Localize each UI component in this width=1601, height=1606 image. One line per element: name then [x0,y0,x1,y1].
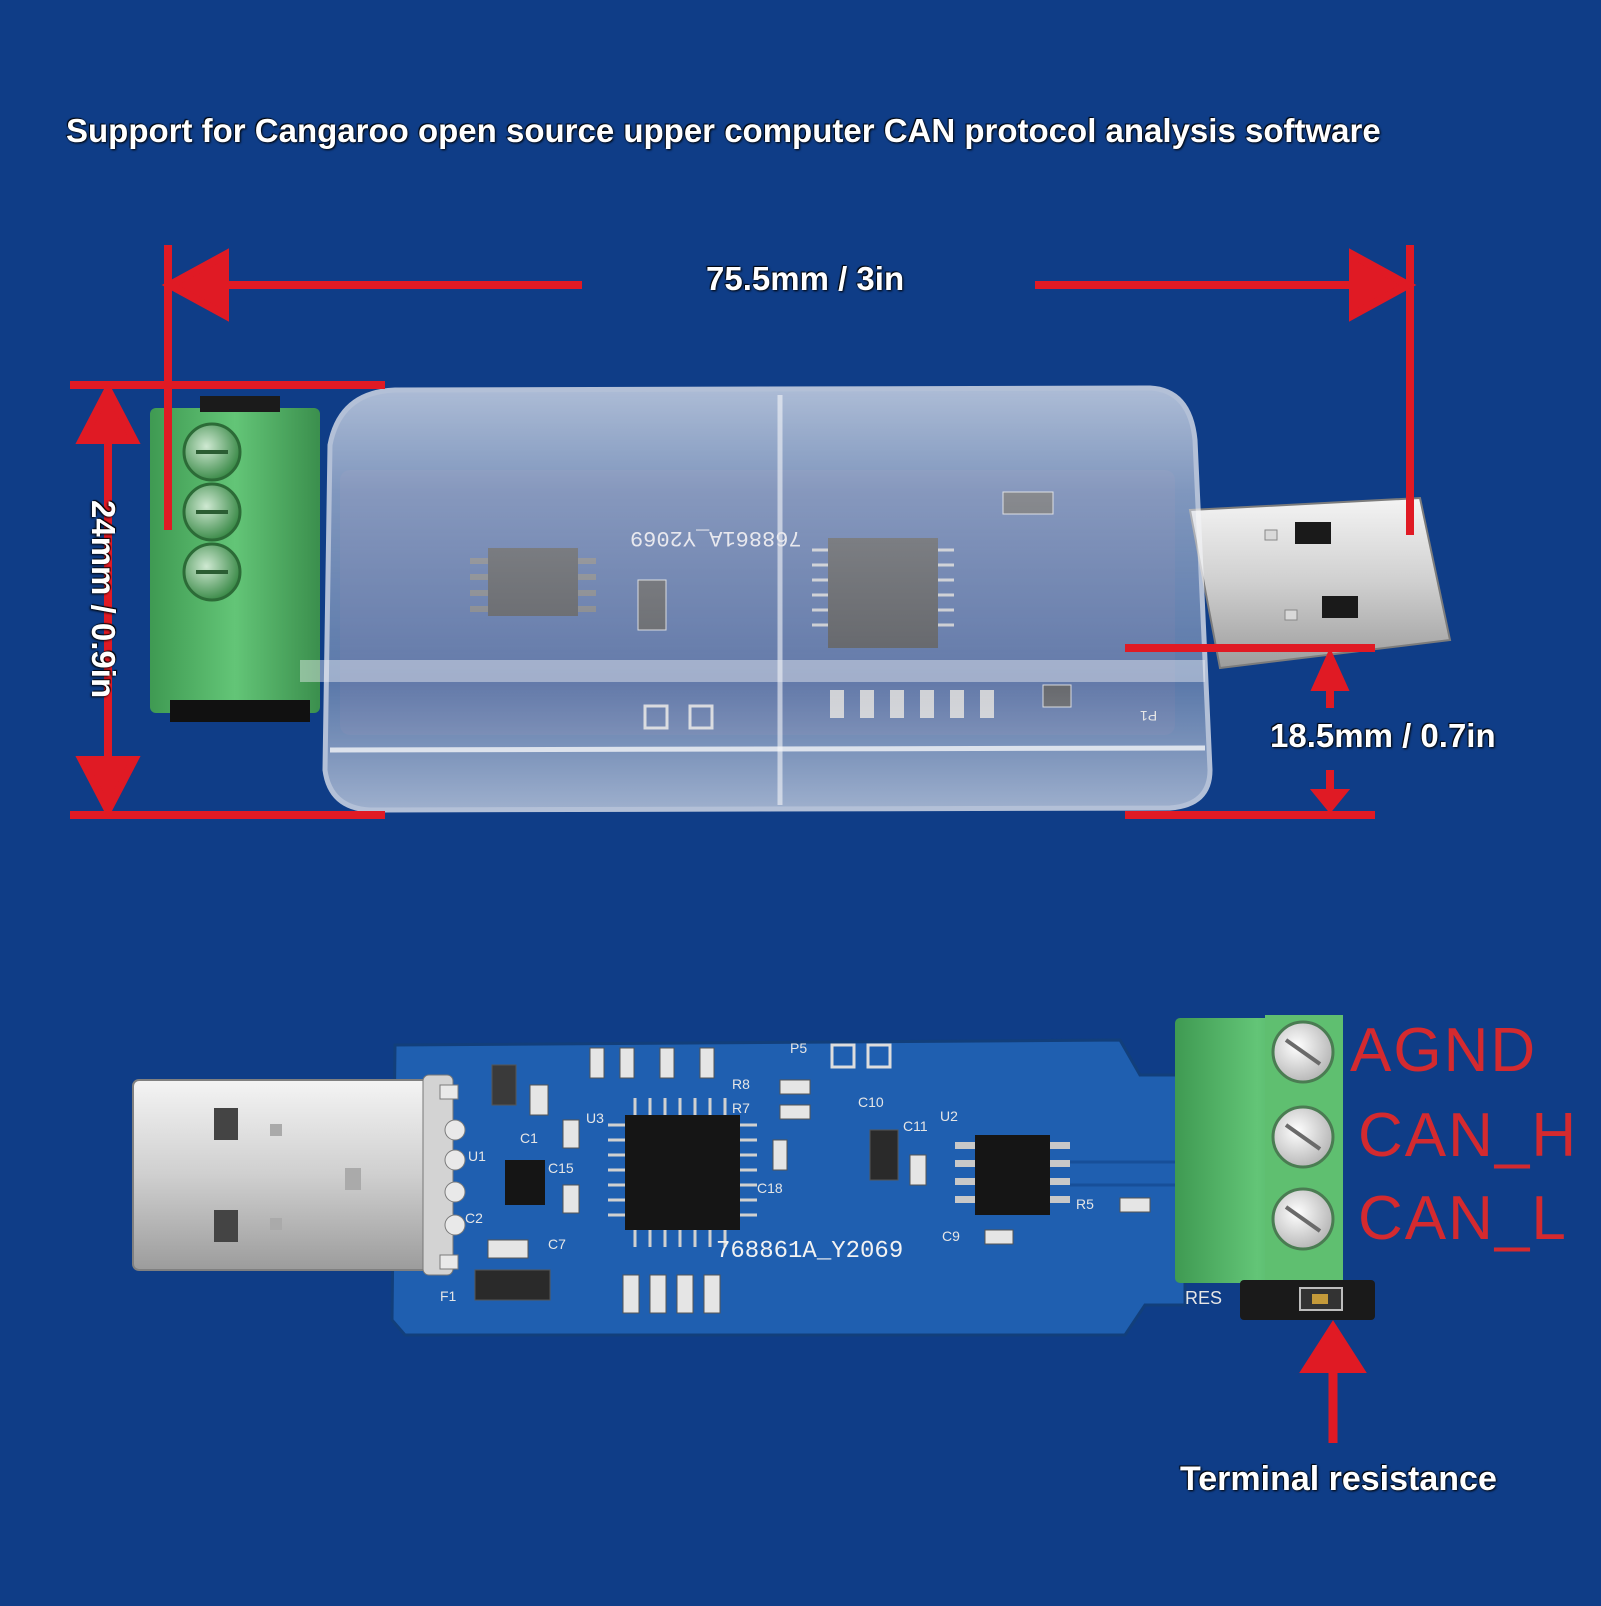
silk-c10: C10 [858,1094,884,1110]
dimension-lines [70,245,1417,819]
dimension-length-label: 75.5mm / 3in [706,260,905,297]
bottom-device [132,1015,1375,1443]
silk-r7: R7 [732,1100,750,1116]
clear-case [322,385,1213,813]
silk-c9: C9 [942,1228,960,1244]
silk-c2: C2 [465,1210,483,1226]
terminal-block-cap [200,396,280,412]
silk-c15: C15 [548,1160,574,1176]
top-usb-plug [1188,496,1452,670]
bottom-pcb [390,1038,1187,1337]
terminal-block-base [170,700,310,722]
pin-label-agnd: AGND [1350,1016,1538,1085]
pcb-code-bottom: 768861A_Y2069 [716,1238,904,1265]
silk-f1: F1 [440,1288,457,1304]
bottom-usb-plug [132,1079,439,1271]
terminal-resistance-arrow [1299,1320,1367,1443]
silk-res: RES [1185,1288,1223,1308]
pin-label-can-h: CAN_H [1358,1101,1579,1170]
silk-r8: R8 [732,1076,750,1092]
dimension-height-label: 18.5mm / 0.7in [1270,717,1496,754]
pcb-code-top: 768861A_Y2069 [630,525,802,550]
silk-p1: P1 [1140,708,1158,724]
terminal-resistance-label: Terminal resistance [1180,1460,1497,1498]
silk-u2: U2 [940,1108,958,1124]
silk-r5: R5 [1076,1196,1094,1212]
bottom-transceiver-chip [975,1135,1050,1215]
top-device [70,245,1452,819]
headline: Support for Cangaroo open source upper c… [66,112,1381,149]
silk-p5: P5 [790,1040,808,1056]
silk-u1: U1 [468,1148,486,1164]
silk-c18: C18 [757,1180,783,1196]
silk-c7: C7 [548,1236,566,1252]
bottom-mcu-chip [625,1115,740,1230]
dimension-width-label: 24mm / 0.9in [85,500,122,699]
silk-u3: U3 [586,1110,604,1126]
silk-c1: C1 [520,1130,538,1146]
silk-c11: C11 [903,1118,928,1134]
pin-label-can-l: CAN_L [1358,1184,1568,1253]
